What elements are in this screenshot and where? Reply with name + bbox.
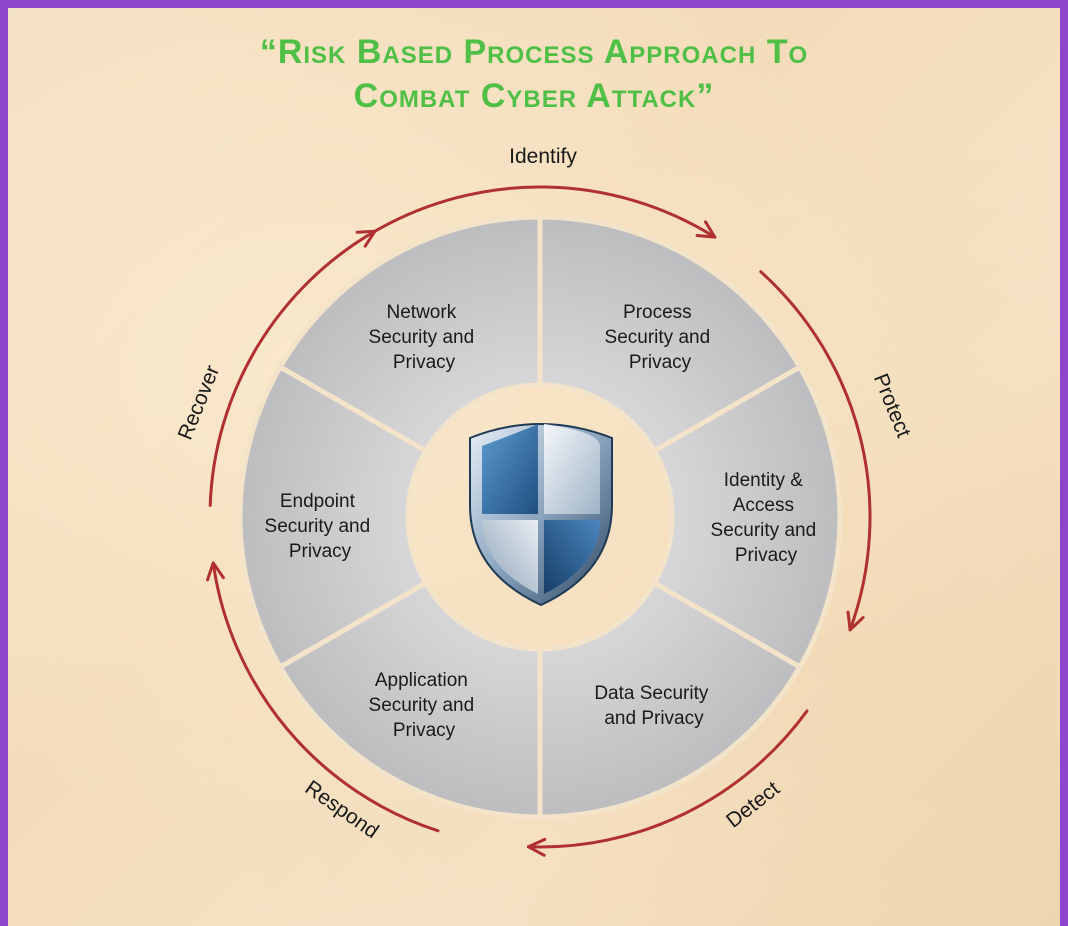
title-line-2: Combat Cyber Attack” [353,77,715,115]
segment-label-data: Data Security and Privacy [594,683,713,729]
arrowhead-protect [846,610,865,632]
segment-endpoint [237,363,430,671]
segment-label-identity: Identity & Access Security and Privacy [711,470,822,566]
segment-application [276,579,543,820]
title-line-1: “Risk Based Process Approach To [259,33,809,71]
phase-label-respond: Respond [301,776,383,843]
phase-label-identify: Identify [509,145,577,168]
segment-process [537,214,804,455]
arrowhead-recover [355,229,377,248]
segment-network [276,214,543,455]
segment-label-application: Application Security and Privacy [369,670,480,741]
arrow-recover [208,229,377,507]
shield-icon [469,423,613,607]
arrow-identify [373,185,717,239]
arrowhead-identify [695,220,717,239]
arrow-respond [211,561,440,833]
segment-data [537,579,804,820]
segment-label-endpoint: Endpoint Security and Privacy [265,491,376,562]
arrowhead-detect [526,837,547,857]
segment-label-network: Network Security and Privacy [369,302,480,373]
arrowhead-respond [206,561,225,582]
phase-label-protect: Protect [869,370,915,440]
arrow-detect [526,709,809,849]
segment-identity [650,363,843,671]
segment-ring [237,214,843,820]
phase-label-recover: Recover [174,362,225,443]
diagram-title: “Risk Based Process Approach To Combat C… [0,30,1068,118]
segment-label-process: Process Security and Privacy [605,302,716,373]
arrow-protect [759,270,872,632]
